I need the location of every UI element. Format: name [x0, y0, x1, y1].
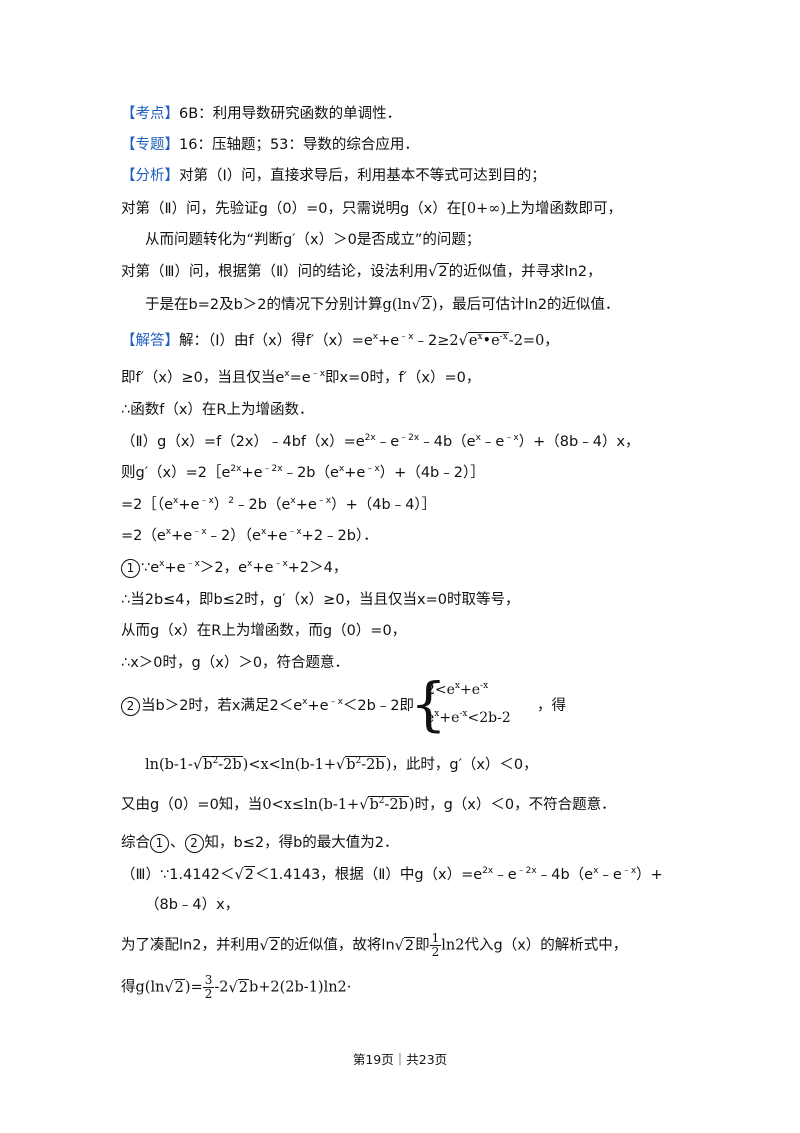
text-seg: 对第（Ⅲ）问，根据第（Ⅱ）问的结论，设法利用 [121, 264, 429, 280]
topic-line: 【专题】16：压轴题；53：导数的综合应用． [121, 134, 419, 156]
sqrt-expression: √2 [234, 866, 255, 883]
analysis-3: 从而问题转化为“判断g′（x）＞0是否成立”的问题； [145, 229, 480, 251]
analysis-5: 于是在b=2及b＞2的情况下分别计算g(ln√2)，最后可估计ln2的近似值． [145, 294, 620, 316]
page-footer: 第19页｜共23页 [352, 1052, 448, 1067]
sol-line-24: （8b﹣4）x， [145, 897, 240, 913]
sol-line-15: 1∵ex+e﹣x＞2，ex+e﹣x+2＞4， [121, 557, 347, 579]
text-seg: 上为增函数即可， [506, 201, 623, 217]
math-seg: ≥2 [437, 333, 459, 349]
interval: [0+∞) [461, 201, 507, 217]
sqrt-expression: √2 [394, 936, 416, 954]
kaodian-text: 6B：利用导数研究函数的单调性． [179, 106, 402, 122]
circled-two-icon: 2 [184, 834, 204, 853]
sol-line-17: 从而g（x）在R上为增函数，而g（0）=0， [121, 623, 407, 639]
circled-one-icon: 1 [121, 559, 140, 578]
sol-line-13: =2［（ex+e﹣x）2﹣2b（ex+e﹣x）+（4b﹣4）］ [121, 496, 437, 514]
text-seg: 对第（Ⅱ）问，先验证g（0）=0，只需说明g（x）在 [121, 201, 462, 217]
analysis-4: 对第（Ⅲ）问，根据第（Ⅱ）问的结论，设法利用√2的近似值，并寻求ln2， [121, 261, 602, 283]
sqrt-expression: √b2-2b [359, 796, 409, 813]
sqrt-expression: √2 [259, 936, 280, 954]
tag-zhuanti: 【专题】 [121, 137, 179, 153]
math-seg: -2=0， [508, 333, 559, 349]
solution-line: 【解答】解：（Ⅰ）由f（x）得f′（x）=ex+e﹣x﹣2≥2√ex•e-x-2… [121, 330, 559, 352]
tag-jieda: 【解答】 [121, 333, 179, 349]
sqrt-expression: √2 [164, 978, 185, 996]
system-row-1: 2<ex+e-x [426, 681, 489, 699]
math-seg: ) [431, 297, 438, 313]
sol-line-10: ∴函数f（x）在R上为增函数． [121, 402, 314, 418]
text-seg: 从而问题转化为“判断g′（x）＞0是否成立”的问题； [145, 232, 481, 248]
sqrt-expression: √ex•e-x [458, 332, 509, 349]
analysis-line: 【分析】对第（Ⅰ）问，直接求导后，利用基本不等式可达到目的； [121, 165, 546, 187]
sqrt-expression: √b2-2b [192, 756, 243, 773]
sol-line-20: ln(b-1-√b2-2b)<x<ln(b-1+√b2-2b)，此时，g′（x）… [145, 754, 538, 776]
sol-line-12: 则g′（x）=2［e2x+e﹣2x﹣2b（ex+e﹣x）+（4b﹣2）］ [121, 464, 485, 482]
circled-two-icon: 2 [121, 697, 140, 716]
text-seg: ，最后可估计ln2的近似值． [437, 297, 620, 313]
zhuanti-text: 16：压轴题；53：导数的综合应用． [179, 137, 419, 153]
sqrt-expression: √2 [228, 978, 249, 996]
inequality-system: { 2<ex+e-x ex+e-x<2b-2 [410, 670, 570, 738]
sol-line-21: 又由g（0）=0知，当0<x≤ln(b-1+√b2-2b)时，g（x）＜0，不符… [121, 794, 616, 816]
sol-line-9: 即f′（x）≥0，当且仅当ex=e﹣x即x=0时，f′（x）=0， [121, 369, 481, 387]
system-row-2: ex+e-x<2b-2 [426, 709, 511, 727]
sol-line-11: （Ⅱ）g（x）=f（2x）﹣4bf（x）=e2x﹣e﹣2x﹣4b（ex﹣e﹣x）… [121, 433, 640, 451]
left-brace: { [410, 670, 447, 738]
sol-line-23: （Ⅲ）∵1.4142＜√2＜1.4143，根据（Ⅱ）中g（x）=e2x﹣e﹣2x… [121, 864, 663, 886]
sqrt-expression: √2 [428, 263, 449, 280]
text-seg: 于是在b=2及b＞2的情况下分别计算 [145, 297, 383, 313]
tag-kaodian: 【考点】 [121, 106, 179, 122]
text-seg: 解：（Ⅰ）由f（x）得f′（x）=e [179, 333, 373, 349]
sqrt-expression: √2 [411, 296, 432, 313]
text-seg: 的近似值，并寻求ln2， [448, 264, 602, 280]
sol-line-19-tail: ，得 [537, 698, 566, 714]
point-line: 【考点】6B：利用导数研究函数的单调性． [121, 103, 401, 125]
math-seg: g(ln [382, 297, 412, 313]
circled-one-icon: 1 [150, 834, 169, 853]
sol-line-14: =2（ex+e﹣x﹣2）（ex+e﹣x+2﹣2b）． [121, 527, 378, 545]
sol-line-16: ∴当2b≤4，即b≤2时，g′（x）≥0，当且仅当x=0时取等号， [121, 592, 520, 608]
fenxi-text: 对第（Ⅰ）问，直接求导后，利用基本不等式可达到目的； [179, 168, 546, 184]
analysis-2: 对第（Ⅱ）问，先验证g（0）=0，只需说明g（x）在[0+∞)上为增函数即可， [121, 198, 622, 220]
sqrt-expression: √b2-2b [335, 756, 386, 773]
tag-fenxi: 【分析】 [121, 168, 179, 184]
sol-line-18: ∴x＞0时，g（x）＞0，符合题意． [121, 655, 350, 671]
